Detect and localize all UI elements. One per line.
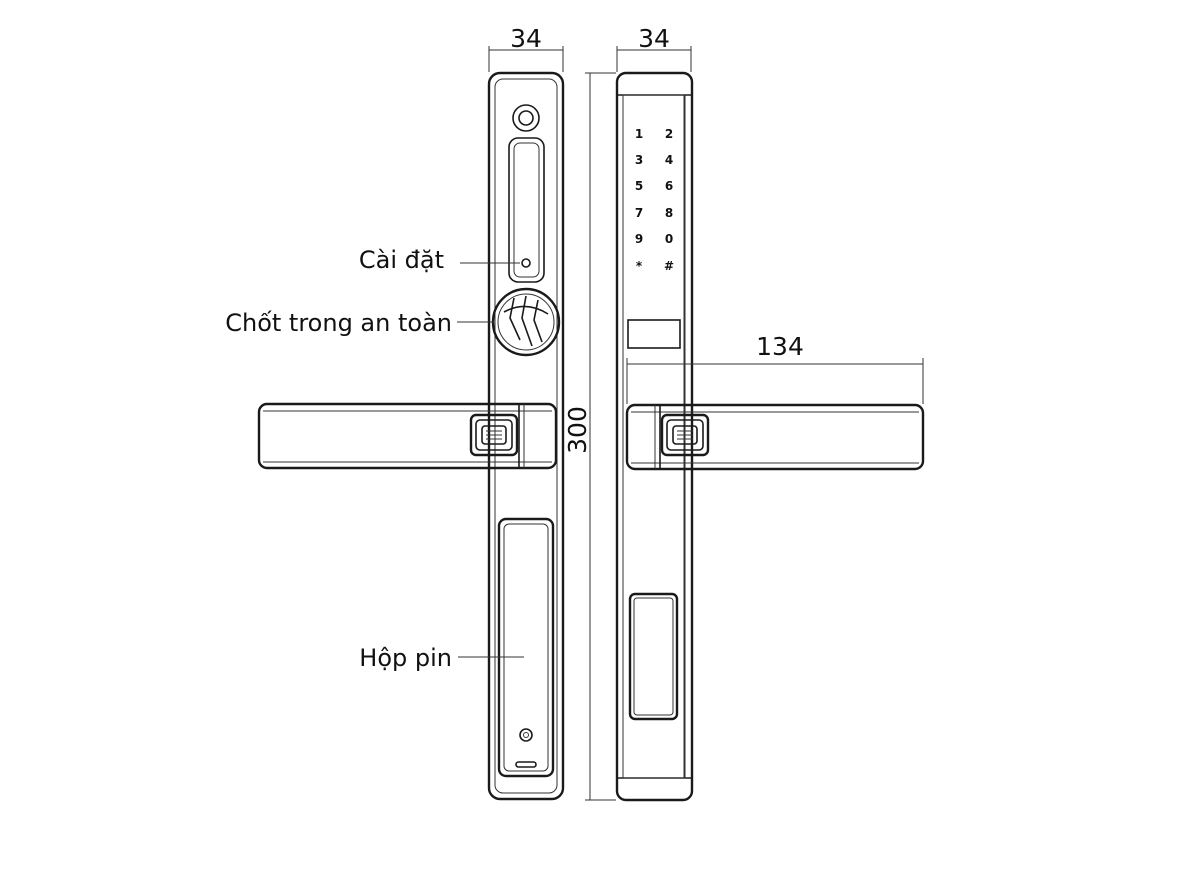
setup-slot — [508, 137, 545, 283]
callout-setup: Cài đặt — [359, 246, 520, 274]
dimension-height: 300 — [563, 72, 616, 801]
keypad-key: * — [636, 259, 643, 273]
keypad-key: 0 — [665, 232, 673, 246]
outer-lock-view: 34 1 2 3 4 5 6 7 8 9 0 * # — [615, 24, 925, 802]
keypad-key: 3 — [635, 153, 643, 167]
callout-battery-box-label: Hộp pin — [359, 644, 452, 672]
keypad-key: 5 — [635, 179, 643, 193]
keypad-key: 2 — [665, 127, 673, 141]
inner-lock-view: 34 — [225, 24, 565, 801]
dimension-width-left-label: 34 — [510, 24, 542, 53]
dimension-width-left: 34 — [488, 24, 564, 72]
keypad-key: 6 — [665, 179, 673, 193]
dimension-handle-length-label: 134 — [756, 332, 804, 361]
dimension-width-right: 34 — [616, 24, 692, 72]
battery-box — [497, 517, 555, 778]
keypad-key: 1 — [635, 127, 643, 141]
inner-fingerprint-sensor — [469, 413, 519, 457]
setup-pinhole-icon — [521, 258, 531, 268]
keypad-key: # — [664, 259, 674, 273]
dimension-width-right-label: 34 — [638, 24, 670, 53]
setup-button-icon — [512, 104, 540, 132]
callout-setup-label: Cài đặt — [359, 246, 444, 274]
card-reader-window — [627, 319, 681, 349]
keypad: 1 2 3 4 5 6 7 8 9 0 * # — [635, 127, 674, 273]
safety-latch-knob-icon — [491, 287, 561, 357]
battery-screw-icon — [519, 728, 533, 742]
inner-body-plate — [487, 71, 565, 801]
keypad-key: 9 — [635, 232, 643, 246]
outer-fingerprint-sensor — [660, 413, 710, 457]
outer-handle — [625, 403, 925, 471]
inner-handle — [257, 402, 558, 470]
keypad-key: 7 — [635, 206, 643, 220]
dimension-handle-length: 134 — [626, 332, 924, 404]
callout-battery-box: Hộp pin — [359, 644, 524, 672]
callout-safety-latch-label: Chốt trong an toàn — [225, 309, 452, 337]
keypad-key: 4 — [665, 153, 673, 167]
outer-body-plate — [615, 71, 694, 802]
dimension-height-label: 300 — [563, 406, 592, 454]
outer-lower-cover — [628, 592, 679, 721]
keypad-key: 8 — [665, 206, 673, 220]
callout-safety-latch: Chốt trong an toàn — [225, 309, 494, 337]
